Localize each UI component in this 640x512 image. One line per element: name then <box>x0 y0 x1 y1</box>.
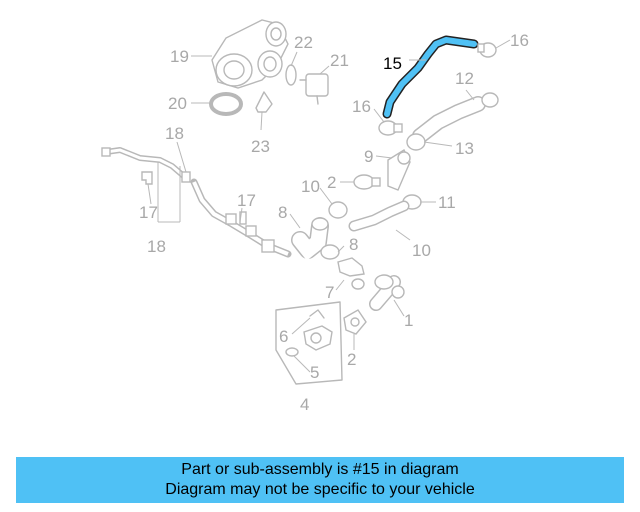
part-21-housing <box>211 19 289 89</box>
part-6-fitting <box>351 278 365 290</box>
callout-16-left: 16 <box>352 97 371 116</box>
part-2-clamp-upper <box>353 174 381 190</box>
part-15-hose[interactable] <box>382 35 479 119</box>
part-1-hose <box>337 257 405 311</box>
callout-9: 9 <box>364 147 373 166</box>
part-14-clamp <box>406 133 426 151</box>
callout-4: 5 <box>310 363 319 382</box>
callout-7: 8 <box>278 203 287 222</box>
part-7-elbow <box>291 217 329 261</box>
callout-19: 17 <box>139 203 158 222</box>
part-17-pipe-assembly <box>190 178 292 258</box>
part-3-assembly-group <box>275 301 343 385</box>
callout-14: 13 <box>455 139 474 158</box>
callout-8: 8 <box>349 235 358 254</box>
callout-16-right: 16 <box>510 31 529 50</box>
callout-6: 7 <box>325 283 334 302</box>
part-23-sensor <box>299 73 329 105</box>
part-13-hose <box>412 92 499 144</box>
parts-diagram: 19 20 22 21 23 18 17 18 17 15 16 16 12 1… <box>101 19 529 414</box>
callout-23: 21 <box>330 51 349 70</box>
part-9-fitting <box>387 148 411 191</box>
callout-25: 23 <box>251 137 270 156</box>
info-banner: Part or sub-assembly is #15 in diagram D… <box>16 457 624 503</box>
callout-12: 11 <box>438 193 456 212</box>
part-16-clamp-left <box>378 120 403 136</box>
part-16-clamp-right <box>477 42 497 58</box>
callout-13: 12 <box>455 69 474 88</box>
part-24-seal <box>285 64 297 86</box>
callout-2-upper: 2 <box>327 173 336 192</box>
callout-20: 18 <box>165 124 184 143</box>
callout-17: 17 <box>237 191 256 210</box>
callout-21: 19 <box>170 47 189 66</box>
callout-2-lower: 2 <box>347 350 356 369</box>
part-10-hose <box>348 200 410 232</box>
callout-22: 20 <box>168 94 187 113</box>
callout-leaders <box>147 39 511 373</box>
callout-5: 6 <box>279 327 288 346</box>
part-20-pipe <box>101 147 191 183</box>
banner-line-1: Part or sub-assembly is #15 in diagram <box>181 461 459 478</box>
callout-11: 10 <box>301 177 320 196</box>
callout-3: 4 <box>300 395 309 414</box>
part-25-clip <box>255 91 273 113</box>
callout-15: 15 <box>383 54 402 73</box>
callout-1: 1 <box>404 311 413 330</box>
callout-labels: 19 20 22 21 23 18 17 18 17 15 16 16 12 1… <box>139 31 529 414</box>
part-8-clamp <box>320 244 340 260</box>
callout-10: 10 <box>412 241 431 260</box>
callout-18: 18 <box>147 237 166 256</box>
part-22-o-ring <box>209 92 243 116</box>
callout-24: 22 <box>294 33 313 52</box>
part-19-bracket <box>141 171 153 185</box>
banner-line-2: Diagram may not be specific to your vehi… <box>165 481 475 498</box>
part-2-flange-lower <box>343 309 367 335</box>
part-11-clamp <box>328 201 348 219</box>
